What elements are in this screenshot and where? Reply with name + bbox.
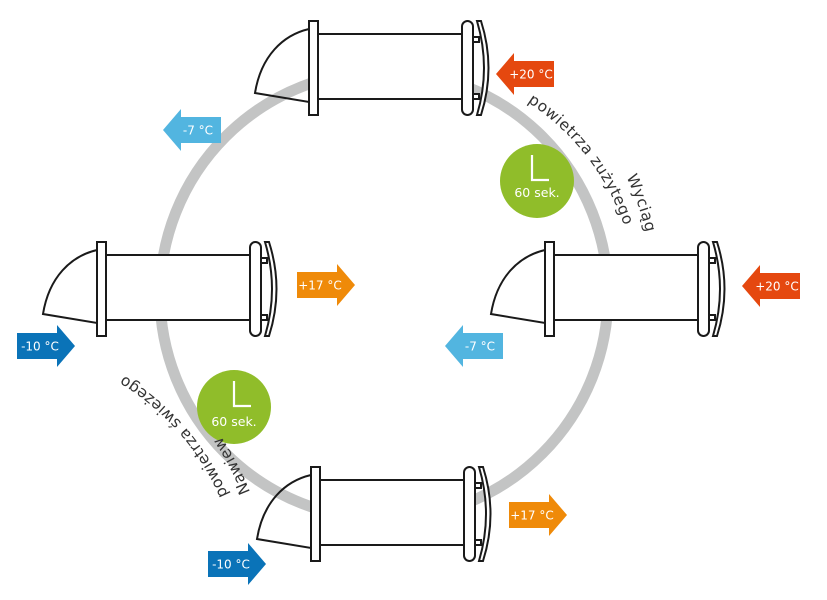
temperature-arrows: +20 °C -7 °C -10 °C +17 °C +20 °C -7 °C -10 °C… [17, 53, 800, 585]
arrow-right-icon [208, 543, 266, 585]
timer-label: 60 sek. [211, 414, 256, 429]
temperature-label: -7 °C [465, 340, 495, 354]
exhaust-timer: 60 sek. [500, 144, 574, 218]
clock-hands-icon [232, 381, 251, 408]
arrow-bottom-in-cold: -10 °C [208, 543, 266, 585]
ventilator-unit-top [254, 20, 490, 116]
arrow-right-in-hot: +20 °C [742, 265, 800, 307]
arrow-left-in-cold: -10 °C [17, 325, 75, 367]
arrow-right-icon [17, 325, 75, 367]
temperature-label: +17 °C [298, 279, 342, 293]
temperature-label: -7 °C [183, 124, 213, 138]
arrow-bottom-out-warm: +17 °C [509, 494, 567, 536]
arrow-right-icon [509, 494, 567, 536]
supply-timer: 60 sek. [197, 370, 271, 444]
arrow-right-out-cool: -7 °C [445, 325, 503, 367]
arrow-top-out-cool: -7 °C [163, 109, 221, 151]
timer-label: 60 sek. [514, 185, 559, 200]
arrow-top-in-hot: +20 °C [496, 53, 554, 95]
temperature-label: -10 °C [21, 340, 59, 354]
temperature-label: -10 °C [212, 558, 250, 572]
arrow-left-icon [742, 265, 800, 307]
temperature-label: +17 °C [510, 509, 554, 523]
arrow-right-icon [297, 264, 355, 306]
arrow-left-icon [163, 109, 221, 151]
ventilator-unit-bottom [256, 466, 492, 562]
clock-hands-icon [530, 155, 549, 182]
temperature-label: +20 °C [755, 280, 799, 294]
arrow-left-icon [496, 53, 554, 95]
arrow-left-icon [445, 325, 503, 367]
arrow-left-out-warm: +17 °C [297, 264, 355, 306]
temperature-label: +20 °C [509, 68, 553, 82]
